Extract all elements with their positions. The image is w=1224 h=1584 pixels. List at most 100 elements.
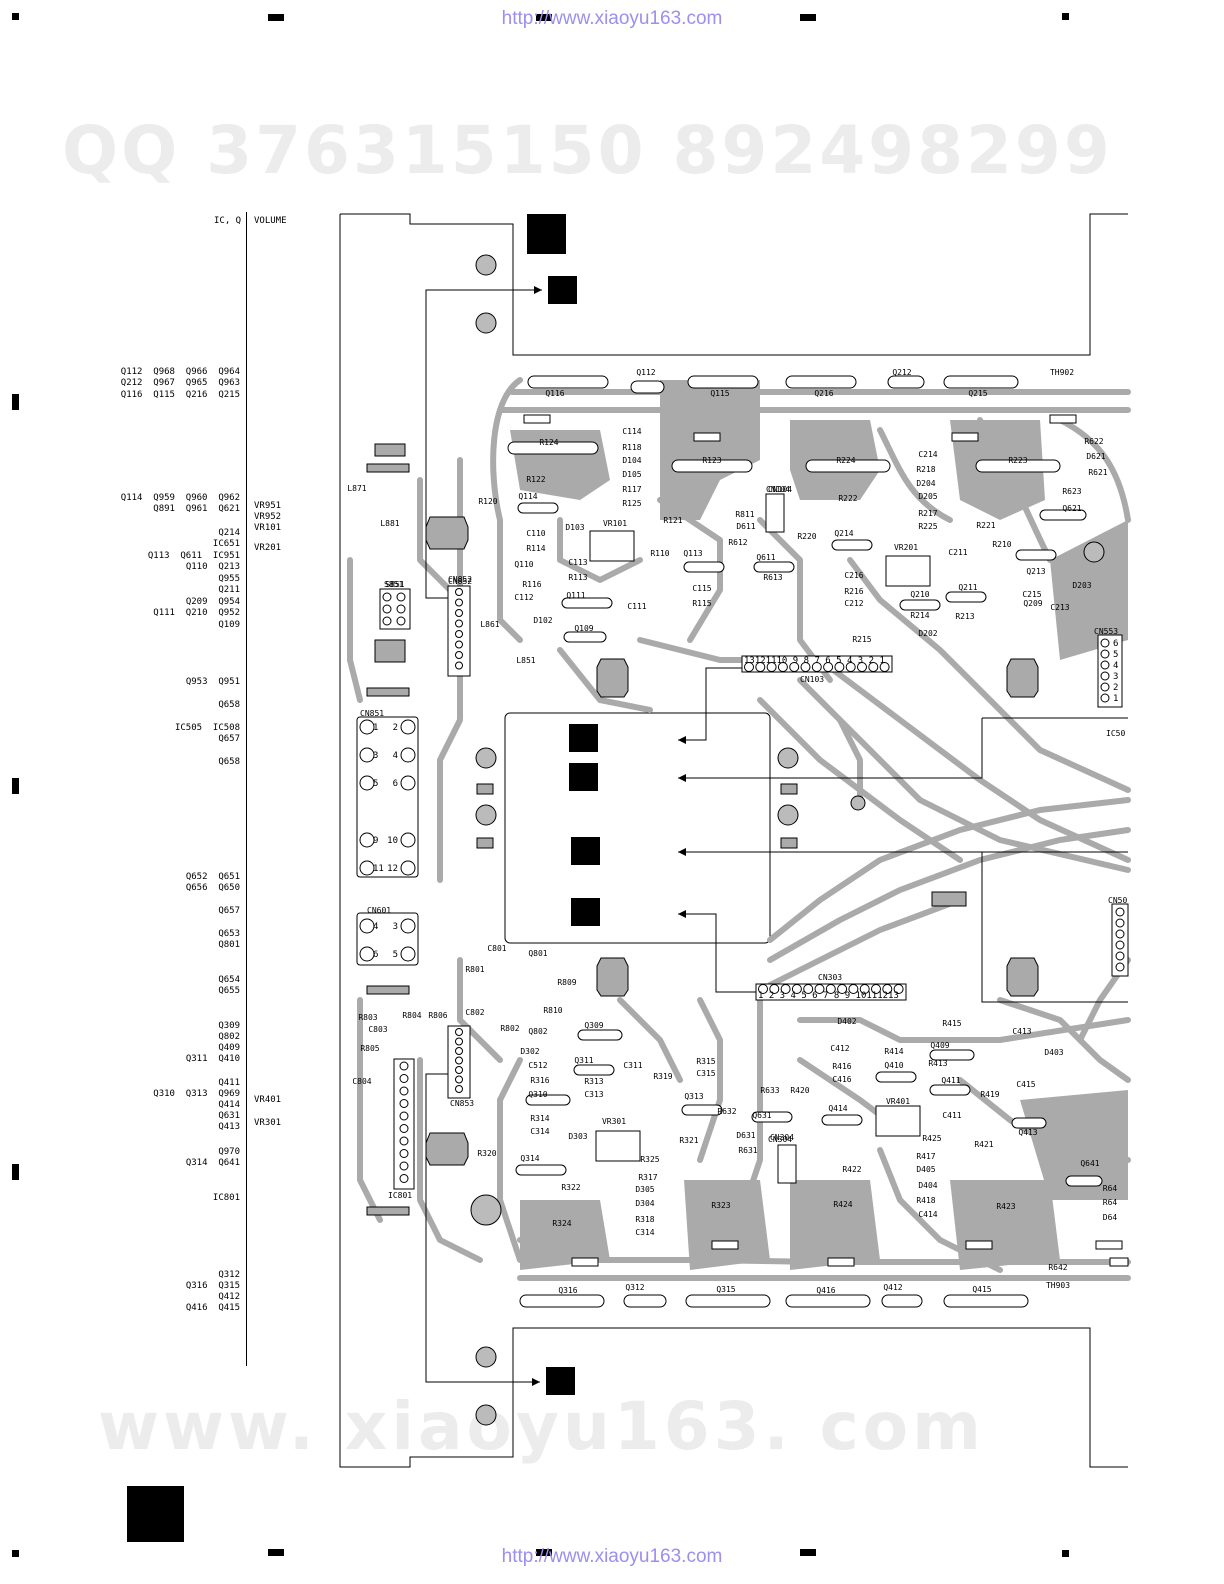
cn851-pin [400,860,416,876]
board-outline [339,213,1128,1468]
component-label: R802 [500,1024,519,1033]
component-label: R64 [1103,1184,1118,1193]
component-label: R318 [635,1215,654,1224]
component-label: Q115 [710,389,729,398]
cn50-pin [1115,907,1125,917]
registration-mark [536,14,552,21]
component-label: R415 [942,1019,961,1028]
parts-entry-icq: Q953 Q951 [185,677,240,687]
component-label: R805 [360,1044,379,1053]
ic801-pin [399,1099,409,1108]
component-label: R64 [1103,1198,1118,1207]
component-label: C216 [844,571,863,580]
cn103-pin [789,662,800,672]
connector-label-cn50: CN50 [1108,896,1127,905]
cn553-pin [1100,693,1110,703]
edge-pads [366,443,967,1216]
cn50-pin [1115,918,1125,928]
connector-label-ic801: IC801 [388,1191,412,1200]
component-label: Q312 [625,1283,644,1292]
component-label: D105 [622,470,641,479]
component-label: R213 [955,612,974,621]
component-label: R806 [428,1011,447,1020]
component-label: R803 [358,1013,377,1022]
octagon-parts [425,516,1039,1166]
component-label: C314 [530,1127,549,1136]
cn553-pin-number: 2 [1113,683,1118,693]
component-label: R413 [928,1059,947,1068]
component-label: Q210 [910,590,929,599]
cn853-pin [455,1066,463,1074]
footer-url[interactable]: http://www.xiaoyu163.com [501,1546,723,1567]
cn303-pin [837,984,848,994]
component-label: R424 [833,1200,852,1209]
parts-entry-icq: Q652 Q651 Q656 Q650 [185,872,240,893]
component-label: C415 [1016,1080,1035,1089]
component-label: Q114 [518,492,537,501]
component-label: Q111 [566,591,585,600]
registration-mark [800,1549,816,1556]
cn553-pin [1100,638,1110,648]
component-label: D64 [1103,1213,1118,1222]
parts-entry-icq: Q113 Q611 IC951 Q110 Q213 [147,551,240,572]
cn103-pin [834,662,845,672]
component-label: R215 [852,635,871,644]
component-label: VR201 [894,543,918,552]
header-url[interactable]: http://www.xiaoyu163.com [501,8,723,29]
cn553-pin-number: 1 [1113,694,1118,704]
component-label: Q410 [884,1061,903,1070]
ic801-pin [399,1124,409,1133]
parts-entry-icq: Q970 Q314 Q641 [185,1147,240,1168]
cn553-pin-number: 6 [1113,639,1118,649]
component-label: C311 [623,1061,642,1070]
component-label: R801 [465,965,484,974]
component-label: R315 [696,1057,715,1066]
component-label: D404 [918,1181,937,1190]
component-label: Q215 [968,389,987,398]
ic801-pin [399,1111,409,1121]
cn601-pin-number: 6 [373,950,378,960]
component-label: R316 [530,1076,549,1085]
component-label: CN852 [448,575,472,584]
cn103-pin [811,662,822,672]
connector-pins [359,588,1125,1183]
component-label: R120 [478,497,497,506]
component-label: R642 [1048,1263,1067,1272]
component-label: Q112 [636,368,655,377]
component-label: Q113 [683,549,702,558]
parts-entry-icq: Q109 [218,620,240,630]
cn50-pin [1115,962,1125,972]
component-label: R612 [728,538,747,547]
cn601-pin-number: 4 [373,922,378,932]
parts-entry-icq: Q654 Q655 [218,975,240,996]
component-label: VR401 [886,1097,910,1106]
component-label: C416 [832,1075,851,1084]
ic801-pin [399,1074,409,1083]
component-label: R420 [790,1086,809,1095]
component-label: Q611 [756,553,775,562]
connector-label-cn851: CN851 [360,709,384,718]
component-label: C314 [635,1228,654,1237]
component-label: Q416 [816,1286,835,1295]
parts-entry-icq: Q114 Q959 Q960 Q962 Q891 Q961 Q621 [120,493,240,514]
s851-pin [382,604,392,614]
component-label: D405 [916,1165,935,1174]
component-label: Q314 [520,1154,539,1163]
component-label: Q801 [528,949,547,958]
cn853-pin [455,1028,463,1036]
cn601-pin [359,946,375,962]
component-label: Q413 [1018,1128,1037,1137]
cn851-pin [359,775,375,791]
component-label: R218 [916,465,935,474]
cn303-pin [814,984,825,994]
component-label: TH903 [1046,1281,1070,1290]
component-label: L871 [347,484,366,493]
component-label: C214 [918,450,937,459]
cn103-pin [800,662,811,672]
cn852-pin [455,619,463,628]
pointer-arrows [425,286,1128,1386]
ic801-pin [399,1086,409,1096]
component-label: D102 [533,616,552,625]
component-label: Q211 [958,583,977,592]
cn303-pin [859,984,870,994]
